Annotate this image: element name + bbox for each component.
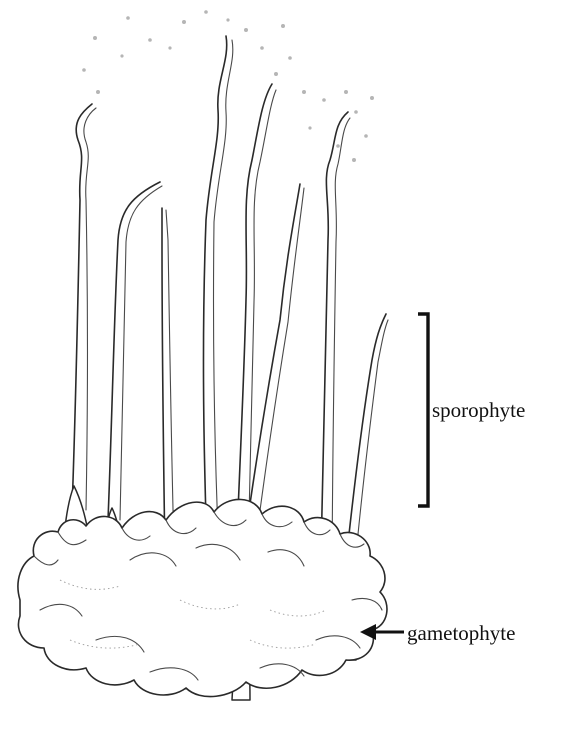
spores: [82, 10, 374, 162]
horn-1: [72, 104, 92, 510]
sporophyte-bracket: [418, 314, 428, 506]
horn-2: [108, 182, 160, 520]
gametophyte-label: gametophyte: [407, 621, 515, 645]
gametophyte-thallus: [18, 499, 387, 696]
sporophyte-label: sporophyte: [432, 398, 525, 422]
